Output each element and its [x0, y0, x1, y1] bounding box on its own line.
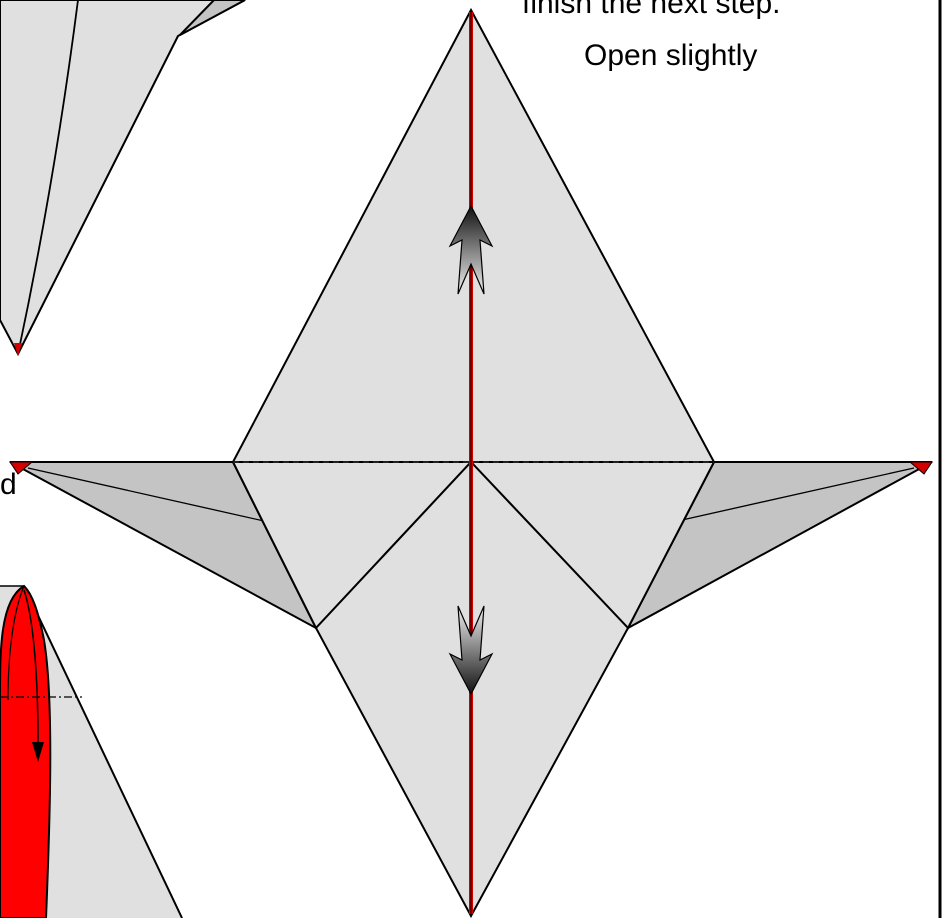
previous-step-crease-a [17, 0, 79, 355]
previous-step-figure [0, 0, 246, 357]
open-arrow-down-icon [448, 605, 494, 696]
next-step-edge [23, 585, 183, 918]
previous-step-paper [0, 0, 246, 357]
left-wing-inner-crease [27, 467, 265, 522]
right-wing-inner-crease [681, 467, 915, 521]
next-step-red-flap [0, 584, 52, 918]
next-step-fold-arrow-head-icon [32, 742, 44, 762]
right-wing-red-tip [908, 461, 933, 475]
instruction-text-line-2: Open slightly [584, 39, 758, 72]
next-step-figure [0, 584, 183, 918]
previous-step-crease-b [21, 35, 179, 347]
previous-step-red-tip [14, 343, 22, 356]
previous-step-flap [179, 0, 246, 36]
open-arrow-up [448, 204, 494, 295]
next-step-fold-arrow-shaft [23, 589, 39, 743]
open-arrow-down [448, 605, 494, 696]
open-arrow-up-icon [448, 204, 494, 295]
main-figure [9, 7, 933, 918]
left-wing-red-tip [9, 461, 34, 475]
instruction-text-line-1: finish the next step. [522, 0, 781, 20]
next-step-flap-inner-edge [7, 585, 25, 701]
cut-off-caption-letter: d [0, 468, 17, 501]
